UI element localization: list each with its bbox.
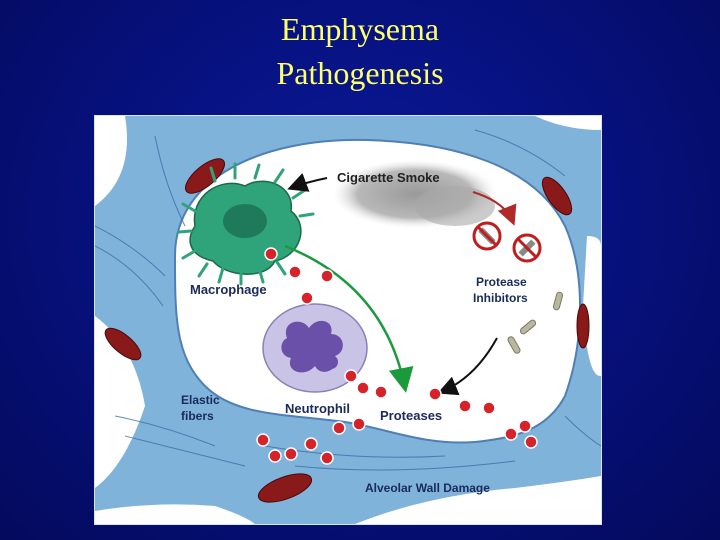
alveolus-upper-left bbox=[95, 116, 127, 206]
alveolus-left bbox=[95, 316, 145, 488]
diagram-canvas: Cigarette Smoke Protease Inhibitors Macr… bbox=[95, 116, 601, 524]
label-neutrophil: Neutrophil bbox=[285, 401, 350, 416]
alveolus-bottom-left bbox=[95, 504, 255, 524]
label-proteases: Proteases bbox=[380, 408, 442, 423]
prohibition-sign-icon bbox=[472, 221, 502, 251]
slide-title-line1: Emphysema bbox=[280, 11, 440, 47]
alveolus-bottom-right bbox=[355, 476, 601, 524]
prohibition-sign-icon bbox=[512, 233, 542, 263]
label-elastic-fibers-line2: fibers bbox=[181, 409, 214, 423]
emphysema-diagram: Cigarette Smoke Protease Inhibitors Macr… bbox=[94, 115, 602, 525]
label-alveolar-wall-damage: Alveolar Wall Damage bbox=[365, 481, 490, 495]
label-cigarette-smoke: Cigarette Smoke bbox=[337, 170, 440, 185]
arrow-inhibitors-to-proteases bbox=[437, 337, 498, 396]
label-protease-inhibitors-line1: Protease bbox=[476, 275, 527, 289]
arrow-smoke-to-inhibitors bbox=[472, 191, 517, 226]
inhibitor-rods bbox=[507, 291, 564, 354]
alveolus-top-right bbox=[535, 116, 601, 130]
arrow-macrophage-to-proteases bbox=[284, 244, 414, 393]
slide-title-line2: Pathogenesis bbox=[276, 55, 444, 91]
arrow-smoke-to-macrophage bbox=[287, 173, 328, 192]
capillaries bbox=[104, 158, 590, 503]
elastic-fibers bbox=[95, 129, 601, 471]
neutrophil-cell bbox=[262, 303, 368, 393]
label-elastic-fibers-line1: Elastic bbox=[181, 393, 220, 407]
label-protease-inhibitors-line2: Inhibitors bbox=[473, 291, 528, 305]
protease-dots bbox=[256, 247, 538, 465]
label-macrophage: Macrophage bbox=[190, 282, 267, 297]
